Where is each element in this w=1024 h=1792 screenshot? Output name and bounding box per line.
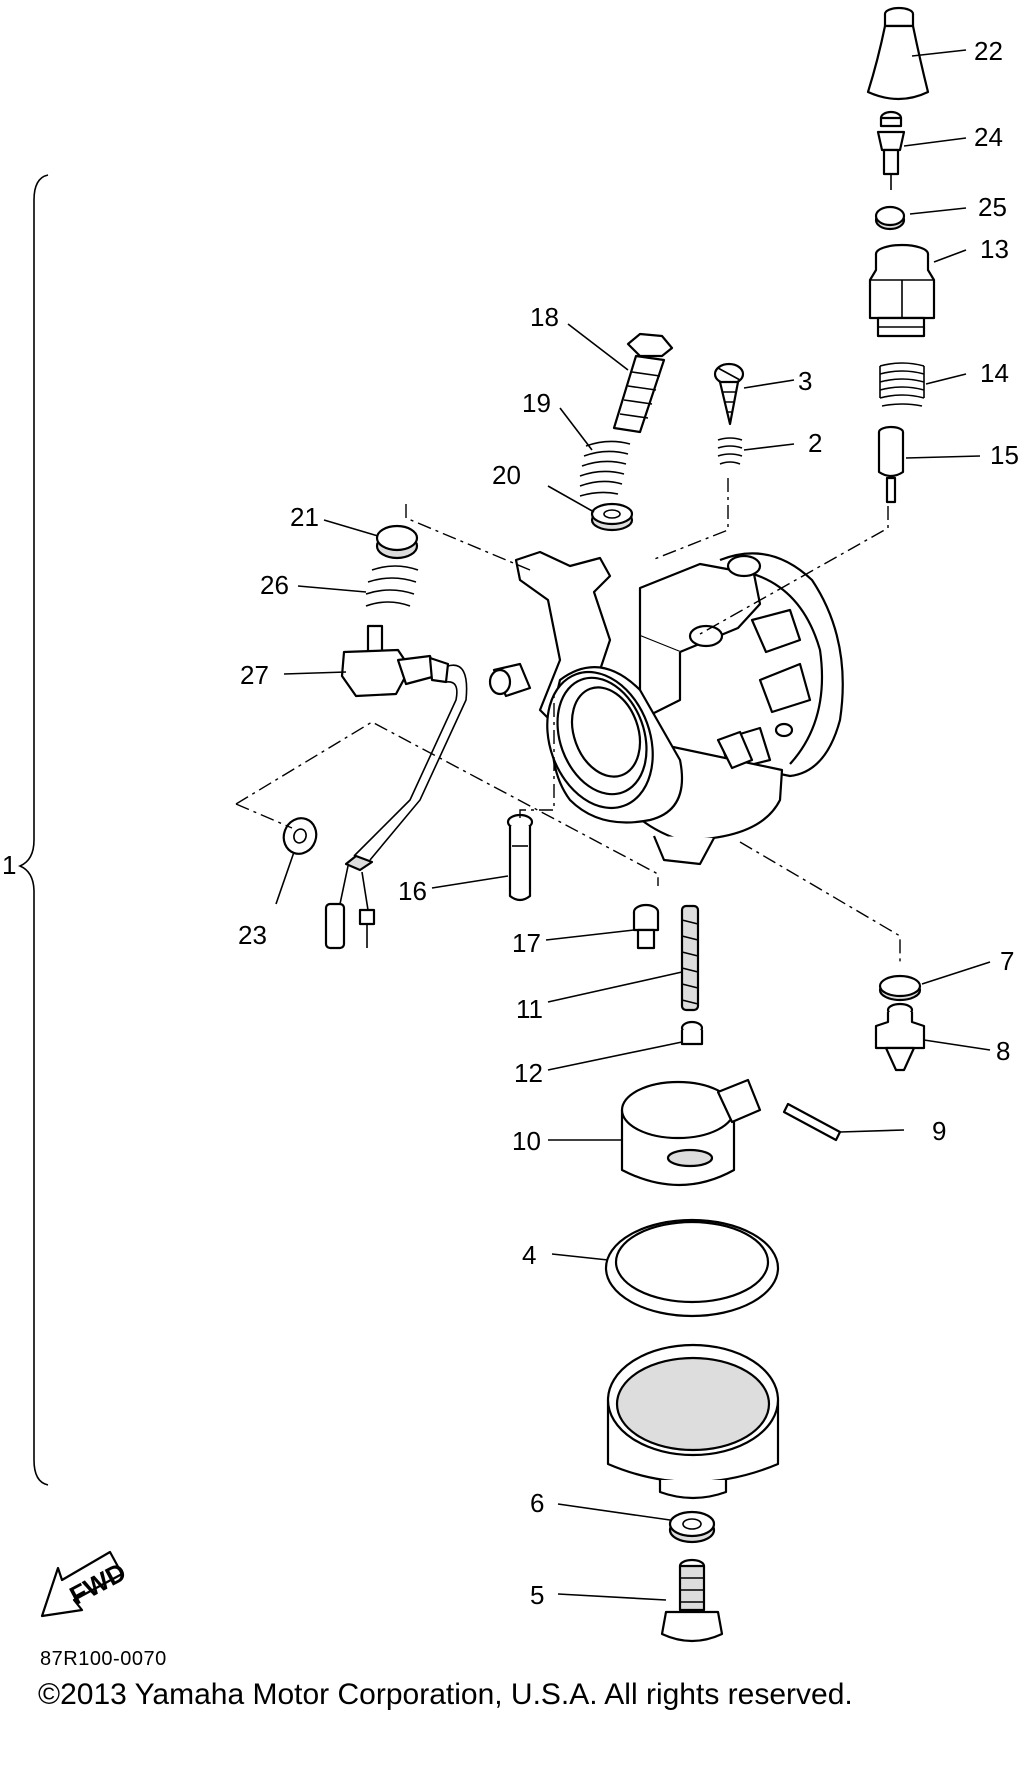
part-24-needle-clip: [876, 110, 906, 190]
callout-18: 18: [530, 302, 559, 332]
part-10-float: [620, 1078, 762, 1187]
callout-9: 9: [932, 1116, 946, 1146]
callout-8: 8: [996, 1036, 1010, 1066]
part-6-washer: [668, 1510, 716, 1544]
part-7-washer: [878, 974, 922, 1002]
part-4-gasket: [604, 1218, 780, 1318]
part-27-starter-plunger: [324, 624, 468, 950]
part-18-throttle-stop-screw: [612, 332, 674, 434]
part-15-throttle-valve: [877, 425, 905, 504]
callout-15: 15: [990, 440, 1019, 470]
callout-27: 27: [240, 660, 269, 690]
callout-11: 11: [516, 994, 543, 1024]
callout-19: 19: [522, 388, 551, 418]
drawing-code: 87R100-0070: [40, 1648, 167, 1670]
callout-6: 6: [530, 1488, 544, 1518]
part-16-plug: [506, 813, 534, 902]
callout-26: 26: [260, 570, 289, 600]
callout-16: 16: [398, 876, 427, 906]
callout-20: 20: [492, 460, 521, 490]
part-13-mixing-chamber-top: [868, 243, 936, 338]
callout-14: 14: [980, 358, 1009, 388]
callout-25: 25: [978, 192, 1007, 222]
callout-13: 13: [980, 234, 1009, 264]
part-19-spring: [579, 440, 631, 497]
part-5-drain-bolt: [660, 1558, 724, 1643]
part-21-nut: [375, 524, 419, 560]
callout-1: 1: [2, 850, 16, 880]
assembly-brace: [17, 174, 49, 1486]
callout-24: 24: [974, 122, 1003, 152]
callout-23: 23: [238, 920, 267, 950]
callout-2: 2: [808, 428, 822, 458]
part-17-screw: [632, 903, 660, 950]
callout-3: 3: [798, 366, 812, 396]
part-8-needle-valve: [874, 1002, 926, 1072]
copyright-notice: ©2013 Yamaha Motor Corporation, U.S.A. A…: [38, 1678, 853, 1711]
part-3-pilot-screw: [713, 362, 745, 426]
callout-10: 10: [512, 1126, 541, 1156]
part-12-main-jet: [680, 1020, 704, 1046]
fwd-arrow-icon: FWD: [40, 1550, 131, 1618]
callout-22: 22: [974, 36, 1003, 66]
callout-12: 12: [514, 1058, 543, 1088]
part-11-main-nozzle: [680, 904, 700, 1012]
part-14-spring: [879, 362, 925, 407]
part-9-float-pin: [782, 1102, 842, 1142]
callout-7: 7: [1000, 946, 1014, 976]
carburetor-body: [488, 550, 844, 866]
part-2-spring: [717, 437, 743, 465]
part-20-washer: [590, 502, 634, 532]
part-26-spring: [365, 565, 419, 607]
callout-4: 4: [522, 1240, 536, 1270]
part-22-cap: [866, 6, 930, 101]
float-bowl: [606, 1343, 780, 1500]
callout-labels: 1 2 3 4 5 6 7 8 9 10 11 12 13 14 15 16 1…: [2, 36, 1019, 1610]
leader-lines: [275, 49, 991, 1601]
callout-21: 21: [290, 502, 319, 532]
callout-17: 17: [512, 928, 541, 958]
part-23-washer: [282, 817, 318, 855]
alignment-lines: [235, 478, 901, 966]
part-25-nut: [874, 205, 906, 231]
callout-5: 5: [530, 1580, 544, 1610]
